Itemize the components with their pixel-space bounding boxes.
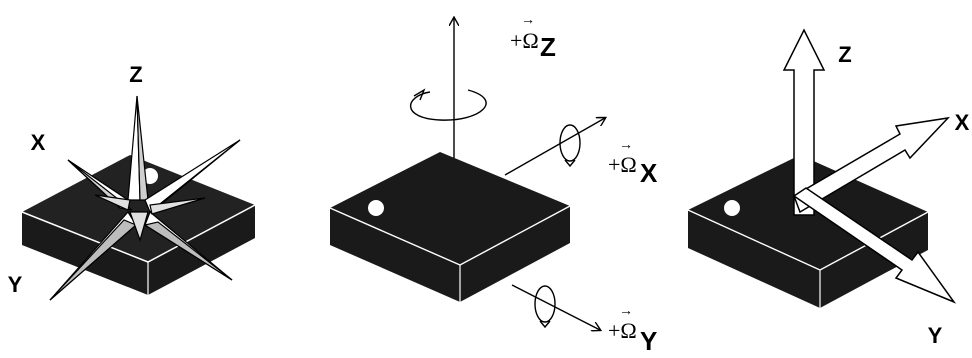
pin1-dot (368, 200, 384, 216)
z-axis-label: Z (838, 42, 851, 67)
z-axis-label: Z (129, 62, 142, 87)
x-omega-vector-arrow: → (619, 138, 633, 153)
y-axis-arrow (511, 284, 600, 330)
y-axis-label: Y (928, 323, 943, 348)
pin1-dot (724, 200, 740, 216)
x-axis-arrow (793, 116, 951, 214)
accelerometer-panel: Z X Y (687, 28, 970, 348)
y-axis-arrow (792, 187, 957, 304)
x-rotation-arrow-icon (559, 124, 581, 168)
chip-body (21, 155, 256, 295)
gyroscope-panel: +Ω → Z +Ω → X +Ω → Y (329, 13, 658, 356)
x-axis-label: X (640, 158, 658, 188)
z-omega-vector-arrow: → (521, 13, 535, 28)
x-axis-label: X (31, 130, 46, 155)
y-axis-label: Y (640, 326, 657, 356)
y-axis-label: Y (8, 272, 23, 297)
x-axis-arrow (504, 118, 605, 176)
chip-body (329, 152, 571, 302)
z-axis-label: Z (540, 32, 556, 62)
x-omega-label: +Ω (608, 152, 637, 177)
y-rotation-arrow-icon (534, 285, 556, 329)
y-omega-label: +Ω (608, 318, 637, 343)
z-omega-label: +Ω (510, 28, 539, 53)
compass-star-icon (49, 95, 241, 301)
magnetometer-panel: Z X Y (4, 34, 293, 334)
z-rotation-arrow-icon (409, 88, 487, 121)
x-axis-label: X (955, 110, 970, 135)
y-omega-vector-arrow: → (619, 304, 633, 319)
